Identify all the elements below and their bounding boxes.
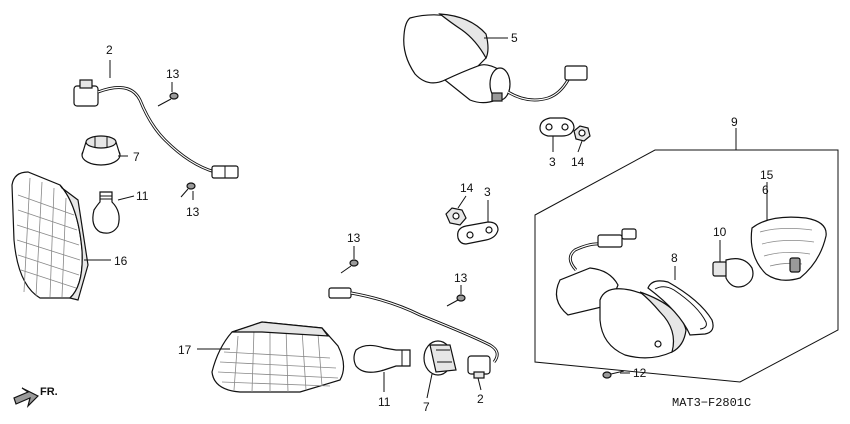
front-lens-bottom	[211, 321, 345, 393]
front-lens-left	[11, 171, 89, 301]
callout-11-bottom: 11	[378, 395, 391, 409]
callout-7-bottom: 7	[423, 400, 430, 414]
callout-3-top: 3	[549, 155, 556, 169]
bulb-bottom	[353, 344, 411, 373]
callout-13-top: 13	[166, 67, 180, 81]
callout-3-mid: 3	[484, 185, 491, 199]
leader-lines	[84, 37, 768, 399]
callout-14-mid: 14	[460, 181, 474, 195]
drawing-code: MAT3−F2801C	[672, 396, 751, 410]
gasket	[647, 280, 714, 336]
wire-harness-bottom	[328, 287, 499, 379]
callout-13-left: 13	[186, 205, 200, 219]
mount-plate-top	[539, 117, 575, 137]
bulb-right	[712, 258, 754, 288]
screw-13-c	[340, 259, 359, 274]
nut-top	[573, 125, 591, 142]
callout-12: 12	[633, 366, 647, 380]
callout-11-left: 11	[136, 189, 149, 203]
mount-plate-mid	[457, 221, 499, 245]
turn-signal-housing-top	[403, 13, 588, 104]
bulb-left	[92, 191, 120, 234]
bulb-socket-left	[81, 135, 121, 166]
bulb-socket-bottom	[423, 340, 457, 376]
callout-8: 8	[671, 251, 678, 265]
callout-5: 5	[511, 31, 518, 45]
callout-13-mid-b: 13	[454, 271, 468, 285]
callout-10: 10	[713, 225, 727, 239]
callout-13-mid-a: 13	[347, 231, 361, 245]
callout-6: 6	[762, 183, 769, 197]
callout-2-bottom: 2	[477, 392, 484, 406]
callout-17: 17	[178, 343, 192, 357]
callout-2-top-left: 2	[106, 43, 113, 57]
wire-harness-left	[73, 79, 239, 179]
callout-15: 15	[760, 168, 774, 182]
callout-numbers: 2 13 7 11 13 16 5 3 14 9 14 3 13 13 15 6…	[106, 31, 774, 414]
callout-16: 16	[114, 254, 128, 268]
callout-7-left: 7	[133, 150, 140, 164]
screw-13-b	[180, 182, 196, 198]
direction-label: FR.	[40, 386, 58, 398]
callout-9: 9	[731, 115, 738, 129]
screw-13-d	[446, 294, 466, 307]
lens-right	[750, 216, 827, 281]
assembly-outline	[534, 149, 839, 383]
nut-mid	[445, 207, 467, 226]
screw-12	[602, 370, 625, 379]
screw-13-a	[157, 92, 179, 107]
callout-14-top: 14	[571, 155, 585, 169]
front-direction-arrow	[13, 387, 40, 408]
